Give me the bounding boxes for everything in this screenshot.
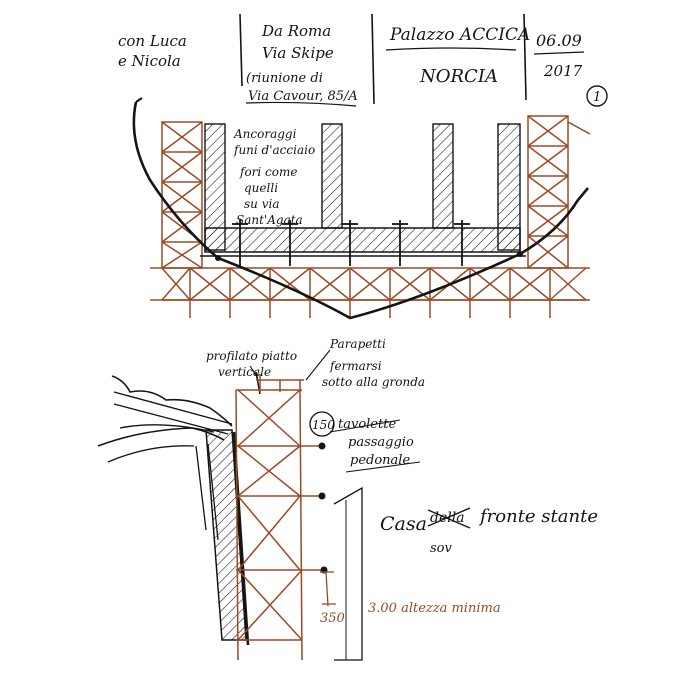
plan-note-6: Sant'Agata	[236, 213, 303, 227]
cable-anchor-left	[215, 255, 221, 261]
house-opposite	[333, 486, 363, 661]
anchor-dot-1	[318, 442, 326, 450]
board-note-line-1: tavolette	[338, 417, 396, 432]
meeting-text-line-1: (riunione di	[246, 71, 323, 86]
page-number: 1	[593, 90, 601, 105]
height-dimension-label: 3.00 altezza minima	[368, 601, 501, 616]
header-divider-2	[371, 13, 375, 105]
meeting-underline	[245, 101, 357, 107]
plan-view: Ancoraggi funi d'acciaio fori come quell…	[132, 97, 591, 320]
board-leader-2	[345, 461, 421, 473]
parapet-note: Parapetti	[329, 337, 386, 351]
section-view: profilato piatto verticale Parapetti fer…	[97, 337, 598, 661]
height-dimension	[320, 571, 336, 607]
date-day: 06.09	[536, 31, 582, 50]
plan-note-5: su via	[244, 197, 279, 211]
board-leader	[329, 419, 401, 433]
page-number-circle	[586, 85, 608, 107]
house-note-sub: sov	[430, 541, 452, 556]
header-divider-3	[523, 13, 527, 101]
plan-note-4: quelli	[244, 181, 278, 195]
profile-note-leader	[249, 365, 259, 379]
plan-note-1: Ancoraggi	[233, 127, 297, 141]
dimension-circle	[309, 411, 335, 437]
with-text-line-2: e Nicola	[118, 52, 181, 70]
stop-note-line-2: sotto alla gronda	[322, 375, 425, 389]
plan-walls	[200, 123, 526, 257]
header: con Luca e Nicola Da Roma Via Skipe (riu…	[118, 13, 608, 107]
board-note-line-3: pedonale	[350, 453, 410, 468]
arch-inner	[107, 445, 195, 463]
plan-scaffold	[150, 115, 591, 318]
place-title: Palazzo ACCICA	[389, 25, 530, 45]
house-note: Casa	[380, 513, 427, 535]
plan-anchors	[232, 220, 470, 266]
house-note-tail: fronte stante	[478, 506, 598, 527]
from-text-line-1: Da Roma	[261, 22, 331, 40]
plan-note-3: fori come	[239, 165, 297, 179]
place-title-underline	[385, 47, 517, 51]
stop-note-line-1: fermarsi	[329, 359, 382, 373]
date-year: 2017	[543, 62, 583, 80]
dimension-circled: 150	[312, 418, 335, 432]
cable-end	[135, 97, 143, 103]
cable-anchor-right	[517, 251, 523, 257]
board-note-line-2: passaggio	[348, 435, 414, 450]
section-scaffold	[235, 374, 322, 661]
parapet-note-leader	[305, 349, 331, 381]
header-divider-1	[239, 13, 243, 87]
with-text-line-1: con Luca	[118, 32, 187, 50]
date-divider	[533, 51, 585, 55]
place-city: NORCIA	[419, 66, 498, 87]
meeting-text-line-2: Via Cavour, 85/A	[248, 89, 358, 104]
profile-note-line-1: profilato piatto	[206, 349, 297, 363]
anchor-dot-2	[318, 492, 326, 500]
roof-eaves	[111, 375, 233, 427]
plan-note-2: funi d'acciaio	[233, 143, 315, 157]
house-note-strike	[427, 509, 471, 529]
house-note-strike-2	[427, 507, 471, 527]
height-dimension-small: 350	[320, 611, 345, 626]
from-text-line-2: Via Skipe	[262, 44, 334, 62]
roof-lines	[113, 391, 233, 435]
profile-note-line-2: verticale	[218, 365, 271, 379]
